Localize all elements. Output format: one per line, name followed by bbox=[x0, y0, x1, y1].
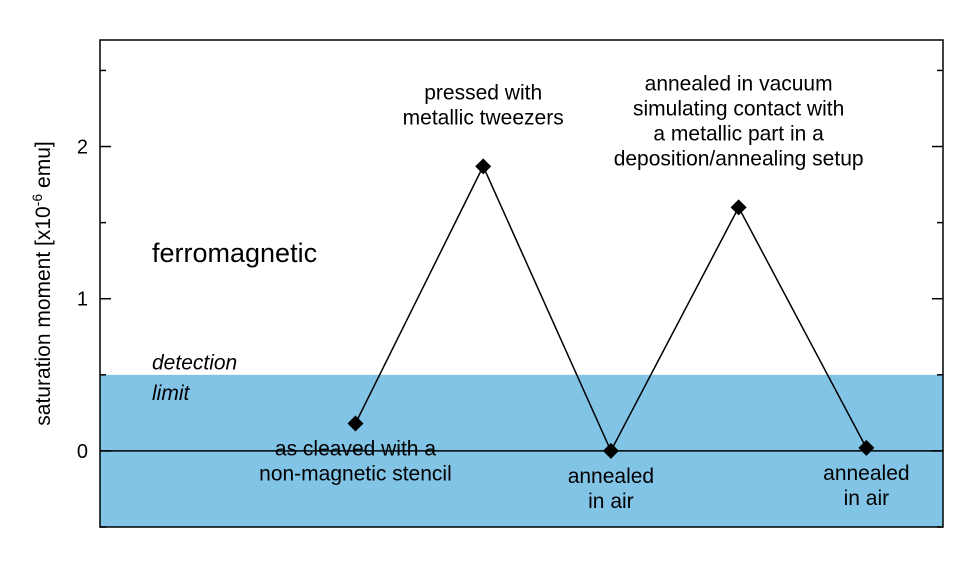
y-axis-tick-labels: 0 1 2 bbox=[77, 137, 88, 463]
annotation-text: in air bbox=[844, 487, 890, 510]
y-tick-label: 2 bbox=[77, 137, 88, 159]
data-point-marker bbox=[858, 439, 875, 456]
data-point-marker bbox=[602, 442, 619, 459]
data-point-marker bbox=[730, 199, 747, 216]
annotation-text: pressed with bbox=[424, 81, 542, 104]
annotation-text: non-magnetic stencil bbox=[259, 463, 452, 486]
y-tick-label: 0 bbox=[77, 441, 88, 463]
annotation-text: as cleaved with a bbox=[275, 438, 436, 461]
detection-limit-label-line-1: detection bbox=[152, 352, 237, 375]
annotation-text: annealed in vacuum bbox=[645, 72, 833, 95]
y-axis-ticks bbox=[100, 69, 943, 528]
ferromagnetic-label: ferromagnetic bbox=[152, 238, 317, 268]
annotation-text: deposition/annealing setup bbox=[614, 147, 864, 170]
detection-limit-label-line-2: limit bbox=[152, 382, 190, 405]
annotation-text: metallic tweezers bbox=[403, 106, 564, 129]
annotation-text: a metallic part in a bbox=[653, 122, 824, 145]
annotation-text: simulating contact with bbox=[633, 97, 844, 120]
annotation-text: annealed bbox=[568, 465, 654, 488]
y-axis-title: saturation moment [x10-6 emu] bbox=[29, 141, 55, 425]
annotation-text: annealed bbox=[823, 462, 909, 485]
data-point-marker bbox=[347, 415, 364, 432]
y-tick-label: 1 bbox=[77, 289, 88, 311]
plot-frame bbox=[99, 39, 944, 528]
data-point-marker bbox=[475, 158, 492, 175]
annotation-text: in air bbox=[588, 490, 634, 513]
series-markers bbox=[347, 158, 875, 459]
